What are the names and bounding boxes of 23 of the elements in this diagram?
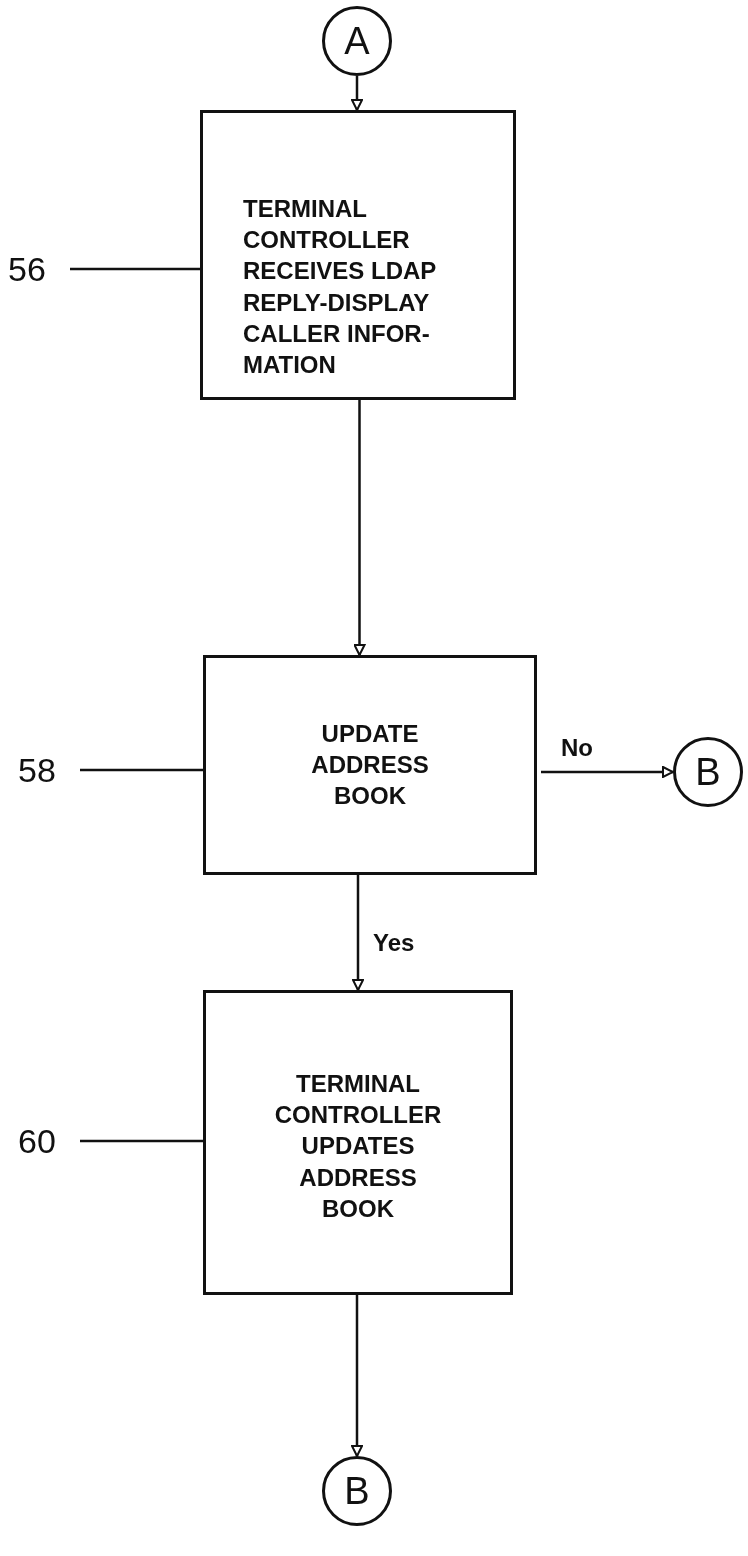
- leader-line: [80, 768, 203, 772]
- arrow: [541, 766, 674, 778]
- leader-line: [80, 1139, 203, 1143]
- reference-number: 56: [8, 252, 46, 286]
- connector-letter: B: [344, 1469, 370, 1513]
- process-box: [203, 990, 513, 1295]
- step-text: TERMINAL CONTROLLER RECEIVES LDAP REPLY-DISPLAY CALLER INFOR- MATION: [243, 194, 437, 380]
- connector-letter: A: [344, 19, 370, 63]
- leader-line: [70, 267, 200, 271]
- process-box: [200, 110, 516, 400]
- step-text: UPDATE ADDRESS BOOK: [310, 719, 430, 812]
- arrow: [353, 400, 366, 656]
- connector-circle: [673, 737, 743, 807]
- connector-circle: [322, 6, 392, 76]
- process-box: [203, 655, 537, 875]
- step-text: TERMINAL CONTROLLER UPDATES ADDRESS BOOK: [273, 1069, 443, 1224]
- reference-number: 60: [18, 1124, 56, 1158]
- connector-letter: B: [695, 750, 721, 794]
- arrow: [351, 1295, 363, 1457]
- arrow: [352, 875, 364, 991]
- connector-circle: [322, 1456, 392, 1526]
- reference-number: 58: [18, 753, 56, 787]
- arrow: [351, 76, 363, 111]
